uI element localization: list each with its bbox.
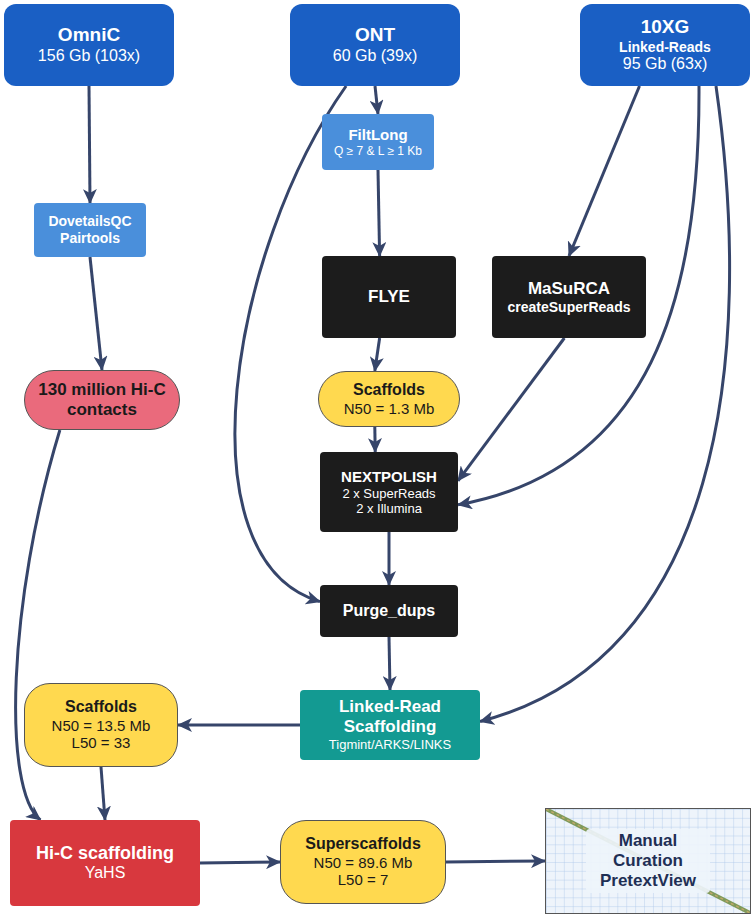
input-box: OmniC156 Gb (103x)	[4, 4, 174, 86]
flow-arrow	[458, 338, 564, 481]
box-heading: Linked-Read Scaffolding	[308, 697, 472, 737]
process-box: FiltLongQ ≥ 7 & L ≥ 1 Kb	[322, 114, 434, 170]
map-grid	[546, 809, 750, 913]
result-pill: ScaffoldsN50 = 1.3 Mb	[318, 371, 460, 427]
box-detail: YaHS	[85, 864, 126, 883]
box-detail: Tigmint/ARKS/LINKS	[329, 737, 451, 752]
box-detail: 95 Gb (63x)	[623, 55, 707, 74]
box-heading: Purge_dups	[343, 602, 435, 621]
box-heading: NEXTPOLISH	[341, 468, 437, 486]
box-detail: Pairtools	[60, 230, 120, 247]
box-detail: 2 x SuperReads	[342, 486, 435, 501]
box-heading: Hi-C scaffolding	[36, 843, 174, 864]
box-heading: Superscaffolds	[305, 835, 421, 854]
flow-arrow	[378, 170, 380, 256]
map-diagonal-core	[546, 809, 750, 913]
process-box: Linked-Read ScaffoldingTigmint/ARKS/LINK…	[300, 690, 480, 760]
box-heading: ONT	[355, 24, 395, 46]
tool-box: NEXTPOLISH2 x SuperReads2 x Illumina	[320, 452, 458, 532]
box-detail: 2 x Illumina	[356, 501, 422, 516]
tool-box: MaSuRCAcreateSuperReads	[492, 256, 646, 338]
box-detail: N50 = 1.3 Mb	[344, 400, 434, 418]
result-pill: 130 million Hi-C contacts	[24, 370, 180, 430]
process-box: Hi-C scaffoldingYaHS	[10, 820, 200, 906]
tool-box: Purge_dups	[320, 585, 458, 637]
flow-arrow	[480, 86, 730, 722]
flow-arrow	[373, 427, 376, 452]
curation-box: Manual Curation PretextView	[545, 808, 751, 914]
box-heading: MaSuRCA	[528, 279, 610, 299]
flow-arrow	[101, 767, 105, 820]
flow-arrow	[388, 532, 391, 585]
map-ground	[546, 809, 750, 913]
box-heading: DovetailsQC	[48, 213, 131, 230]
process-box: DovetailsQCPairtools	[34, 203, 146, 257]
map-diagonal	[546, 809, 750, 913]
box-heading: FiltLong	[348, 126, 407, 144]
flow-arrow	[375, 86, 378, 114]
box-detail: N50 = 89.6 Mb	[314, 854, 413, 872]
box-heading: 130 million Hi-C contacts	[33, 380, 171, 420]
flow-arrow	[569, 86, 640, 256]
box-detail: Q ≥ 7 & L ≥ 1 Kb	[334, 144, 422, 158]
input-box: 10XGLinked-Reads95 Gb (63x)	[580, 4, 750, 86]
flow-arrow	[178, 724, 300, 727]
flow-arrow	[389, 637, 390, 690]
flow-arrow	[89, 86, 90, 203]
box-detail: 60 Gb (39x)	[333, 47, 417, 66]
box-detail: 156 Gb (103x)	[38, 47, 140, 66]
flow-arrow	[446, 861, 545, 862]
box-heading: 10XG	[641, 16, 690, 38]
tool-box: FLYE	[322, 256, 456, 338]
box-heading: OmniC	[58, 24, 120, 46]
flow-arrow	[200, 862, 280, 863]
box-heading: FLYE	[368, 287, 410, 307]
flow-arrow	[90, 257, 102, 370]
box-heading: Manual Curation PretextView	[586, 829, 710, 893]
result-pill: SuperscaffoldsN50 = 89.6 MbL50 = 7	[280, 820, 446, 904]
box-heading: Scaffolds	[65, 698, 137, 717]
input-box: ONT60 Gb (39x)	[290, 4, 460, 86]
result-pill: ScaffoldsN50 = 13.5 MbL50 = 33	[24, 683, 178, 767]
box-detail: createSuperReads	[508, 299, 631, 316]
flow-arrow	[458, 86, 699, 505]
box-heading: Scaffolds	[353, 381, 425, 400]
box-detail: L50 = 33	[72, 734, 131, 752]
flow-arrow	[375, 338, 380, 371]
box-detail: N50 = 13.5 Mb	[52, 717, 151, 735]
box-detail: L50 = 7	[338, 871, 388, 889]
box-detail: Linked-Reads	[619, 39, 711, 56]
